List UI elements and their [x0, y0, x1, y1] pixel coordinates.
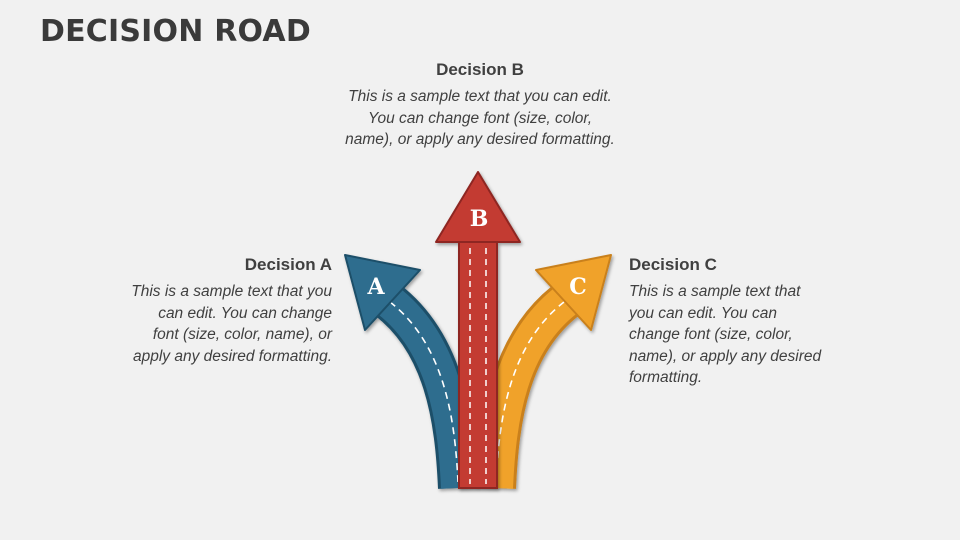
- decision-c-block: Decision C This is a sample text that yo…: [629, 255, 829, 389]
- decision-b-heading: Decision B: [436, 60, 524, 79]
- decision-a-letter: A: [366, 274, 385, 300]
- road-c-lane-line: [495, 301, 565, 483]
- decision-a-heading: Decision A: [244, 255, 332, 274]
- decision-a-block: Decision A This is a sample text that yo…: [130, 255, 332, 367]
- page-title: DECISION ROAD: [40, 14, 311, 49]
- decision-b-text: This is a sample text that you can edit.…: [345, 88, 615, 148]
- decision-a-text: This is a sample text that you can edit.…: [131, 283, 332, 365]
- road-b-arrow: [435, 171, 521, 489]
- road-a-arrow: [344, 254, 478, 489]
- road-a-arrowhead: [344, 254, 421, 331]
- road-b-body: [458, 237, 498, 489]
- decision-c-heading: Decision C: [629, 255, 717, 274]
- decision-b-block: Decision B This is a sample text that yo…: [345, 60, 615, 151]
- road-a-lane-line: [389, 301, 459, 483]
- decision-c-letter: C: [569, 274, 587, 300]
- decision-c-text: This is a sample text that you can edit.…: [629, 283, 822, 386]
- road-b-arrowhead: [435, 171, 521, 243]
- decision-b-letter: B: [470, 206, 489, 232]
- road-c-arrowhead: [535, 254, 612, 331]
- road-c-arrow: [476, 254, 612, 489]
